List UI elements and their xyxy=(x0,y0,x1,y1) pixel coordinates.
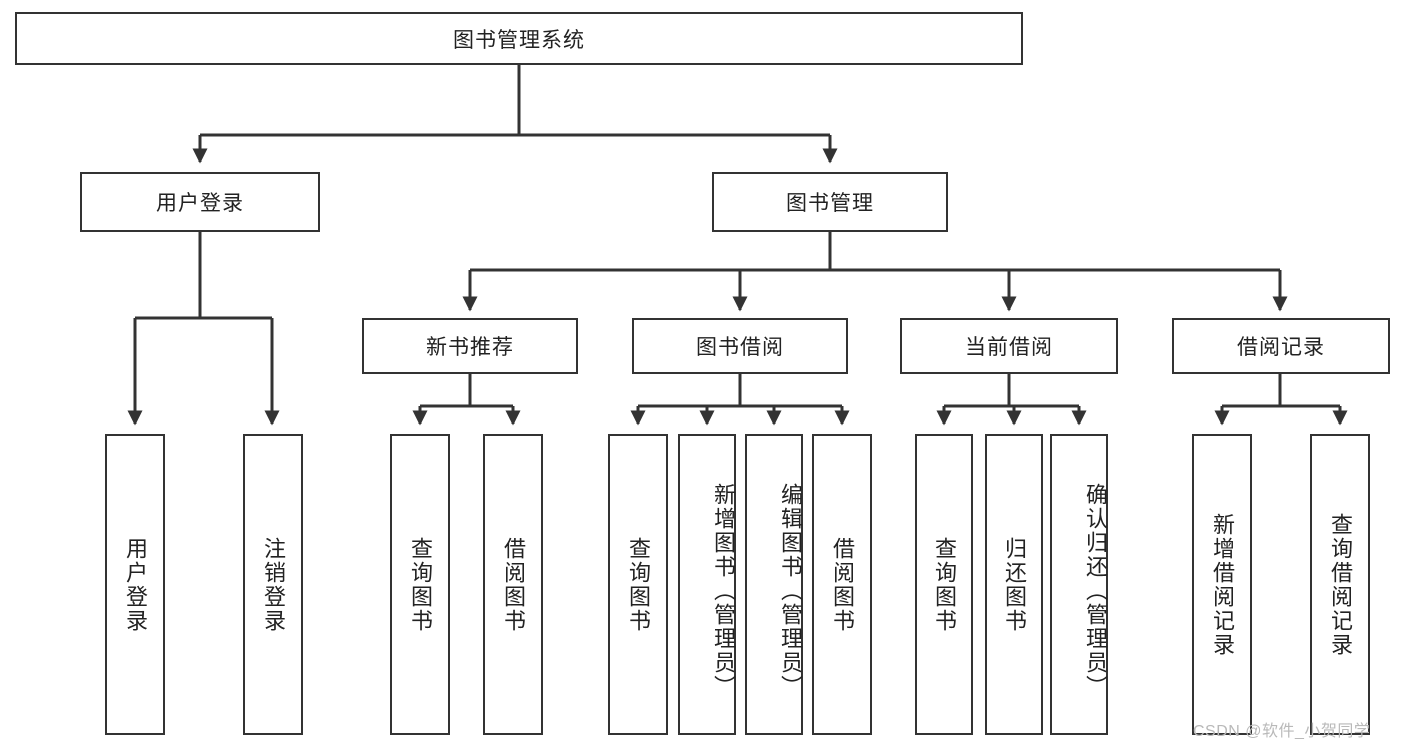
leaf-user-logout[interactable]: 注销登录 xyxy=(243,434,303,735)
node-current-borrow[interactable]: 当前借阅 xyxy=(900,318,1118,374)
node-book-manage[interactable]: 图书管理 xyxy=(712,172,948,232)
node-root[interactable]: 图书管理系统 xyxy=(15,12,1023,65)
leaf-edit-book[interactable]: 编辑图书（管理员） xyxy=(745,434,803,735)
node-book-borrow[interactable]: 图书借阅 xyxy=(632,318,848,374)
leaf-add-record[interactable]: 新增借阅记录 xyxy=(1192,434,1252,735)
leaf-query-book-2[interactable]: 查询图书 xyxy=(608,434,668,735)
leaf-borrow-book-1[interactable]: 借阅图书 xyxy=(483,434,543,735)
leaf-query-book-3[interactable]: 查询图书 xyxy=(915,434,973,735)
leaf-query-book-1[interactable]: 查询图书 xyxy=(390,434,450,735)
leaf-user-login[interactable]: 用户登录 xyxy=(105,434,165,735)
node-borrow-record[interactable]: 借阅记录 xyxy=(1172,318,1390,374)
leaf-add-book[interactable]: 新增图书（管理员） xyxy=(678,434,736,735)
node-user-login[interactable]: 用户登录 xyxy=(80,172,320,232)
leaf-query-record[interactable]: 查询借阅记录 xyxy=(1310,434,1370,735)
leaf-return-book[interactable]: 归还图书 xyxy=(985,434,1043,735)
leaf-confirm-return[interactable]: 确认归还（管理员） xyxy=(1050,434,1108,735)
node-new-book-recommend[interactable]: 新书推荐 xyxy=(362,318,578,374)
leaf-borrow-book-2[interactable]: 借阅图书 xyxy=(812,434,872,735)
